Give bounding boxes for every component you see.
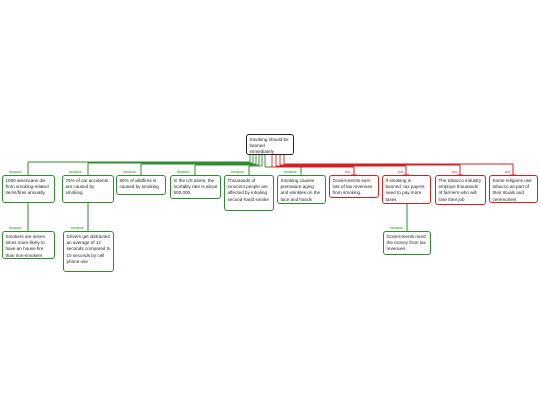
argument-3[interactable]: 90% of wildfires is caused by smoking: [116, 175, 166, 195]
argument-2-text: 75% of car accidents are caused by smoki…: [65, 177, 109, 196]
argument-6[interactable]: Smoking causes premature aging and wrink…: [277, 175, 326, 204]
support-3-text: Governments need the money from tax reve…: [386, 233, 426, 252]
support-1[interactable]: Smokers are seven times more likely to h…: [2, 231, 55, 259]
objection-2[interactable]: If smoking is banned, tax payers need to…: [382, 175, 431, 204]
argument-2[interactable]: 75% of car accidents are caused by smoki…: [62, 175, 114, 203]
argument-5-text: Thousands of innocent people are affecte…: [227, 177, 269, 202]
argument-3-text: 90% of wildfires is caused by smoking: [119, 177, 159, 189]
argument-1[interactable]: 1000 americans die from smoking-related …: [2, 175, 55, 203]
objection-2-text: If smoking is banned, tax payers need to…: [385, 177, 425, 202]
objection-1-tag: but: [345, 170, 350, 174]
root-claim-text: Smoking should be banned immediately: [249, 136, 289, 155]
objection-2-tag: but: [398, 170, 403, 174]
argument-6-tag: because: [284, 170, 297, 174]
argument-4[interactable]: In the US alone, the mortality rate is a…: [170, 175, 221, 199]
support-2[interactable]: Drivers get distracted an average of 12 …: [63, 231, 114, 272]
argument-1-text: 1000 americans die from smoking-related …: [5, 177, 49, 196]
objection-3-tag: but: [452, 170, 457, 174]
argument-5[interactable]: Thousands of innocent people are affecte…: [224, 175, 274, 211]
argument-1-tag: because: [9, 170, 22, 174]
support-1-text: Smokers are seven times more likely to h…: [5, 233, 46, 258]
support-3-tag: because: [390, 226, 403, 230]
argument-5-tag: because: [231, 170, 244, 174]
support-2-text: Drivers get distracted an average of 12 …: [66, 233, 111, 265]
support-1-tag: because: [9, 226, 22, 230]
support-3[interactable]: Governments need the money from tax reve…: [383, 231, 431, 255]
argument-3-tag: because: [123, 170, 136, 174]
support-2-tag: because: [71, 226, 84, 230]
objection-1[interactable]: Governments earn lots of tax revenues fr…: [329, 175, 379, 198]
objection-4-text: Some religions use tobacco as part of th…: [492, 177, 532, 202]
argument-4-tag: because: [177, 170, 190, 174]
root-claim[interactable]: Smoking should be banned immediately: [246, 134, 294, 155]
argument-4-text: In the US alone, the mortality rate is a…: [173, 177, 218, 196]
argument-2-tag: because: [69, 170, 82, 174]
objection-3[interactable]: The tobacco industry employs thousands o…: [435, 175, 486, 205]
objection-4-tag: but: [505, 170, 510, 174]
objection-4[interactable]: Some religions use tobacco as part of th…: [489, 175, 538, 203]
objection-3-text: The tobacco industry employs thousands o…: [438, 177, 482, 202]
argument-6-text: Smoking causes premature aging and wrink…: [280, 177, 321, 202]
objection-1-text: Governments earn lots of tax revenues fr…: [332, 177, 373, 196]
